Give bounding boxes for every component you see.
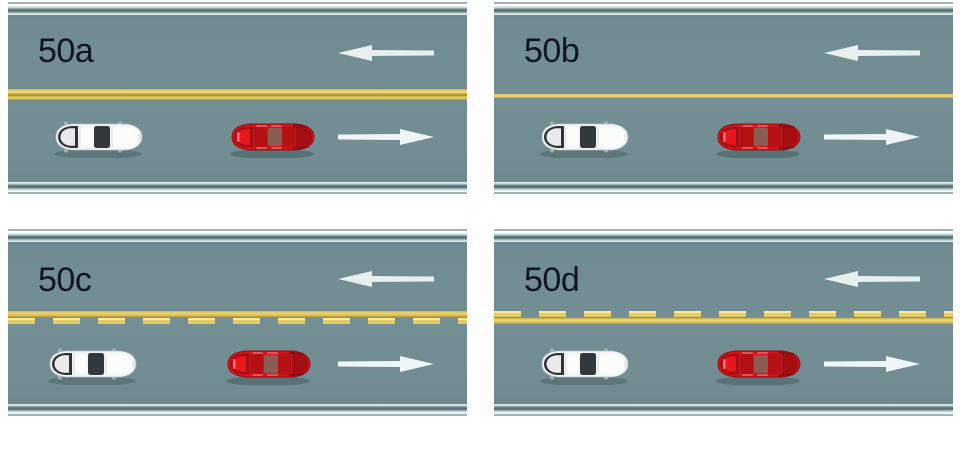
white-car-icon [536, 116, 632, 158]
centerline-dashed-yellow-lower [8, 318, 467, 324]
panel-frame-bottom-right-2 [494, 414, 953, 416]
road-surface [494, 6, 953, 191]
panel-frame-top-right [494, 2, 953, 4]
white-car-icon [536, 343, 632, 385]
left-arrow-icon [824, 42, 920, 64]
white-car-icon [44, 343, 140, 385]
panel-50b: 50b [494, 6, 953, 191]
panel-50a: 50a [8, 6, 467, 191]
right-arrow-icon [824, 126, 920, 148]
panel-frame-top-left-2 [8, 229, 467, 231]
panel-50d: 50d [494, 233, 953, 413]
right-arrow-icon [338, 126, 434, 148]
centerline-double-solid-yellow [8, 89, 467, 100]
centerline-dashed-yellow-upper [494, 311, 953, 317]
panel-label-50a: 50a [38, 32, 94, 70]
centerline-solid-yellow-lower [494, 318, 953, 324]
white-car-icon [50, 116, 146, 158]
right-arrow-icon [824, 353, 920, 375]
panel-label-50b: 50b [524, 32, 580, 70]
red-car-icon [710, 116, 806, 158]
red-car-icon [220, 343, 316, 385]
panel-50c: 50c [8, 233, 467, 413]
panel-frame-top-right-2 [494, 229, 953, 231]
panel-label-50d: 50d [524, 261, 580, 299]
left-arrow-icon [824, 268, 920, 290]
centerline-solid-yellow-upper [8, 311, 467, 317]
panel-frame-bottom-left-2 [8, 414, 467, 416]
panel-frame-top-left [8, 2, 467, 4]
panel-frame-bottom-right [494, 192, 953, 194]
panel-frame-bottom-left [8, 192, 467, 194]
right-arrow-icon [338, 353, 434, 375]
left-arrow-icon [338, 268, 434, 290]
red-car-icon [224, 116, 320, 158]
panel-label-50c: 50c [38, 261, 92, 299]
centerline-single-solid-yellow [494, 94, 953, 98]
left-arrow-icon [338, 42, 434, 64]
red-car-icon [710, 343, 806, 385]
